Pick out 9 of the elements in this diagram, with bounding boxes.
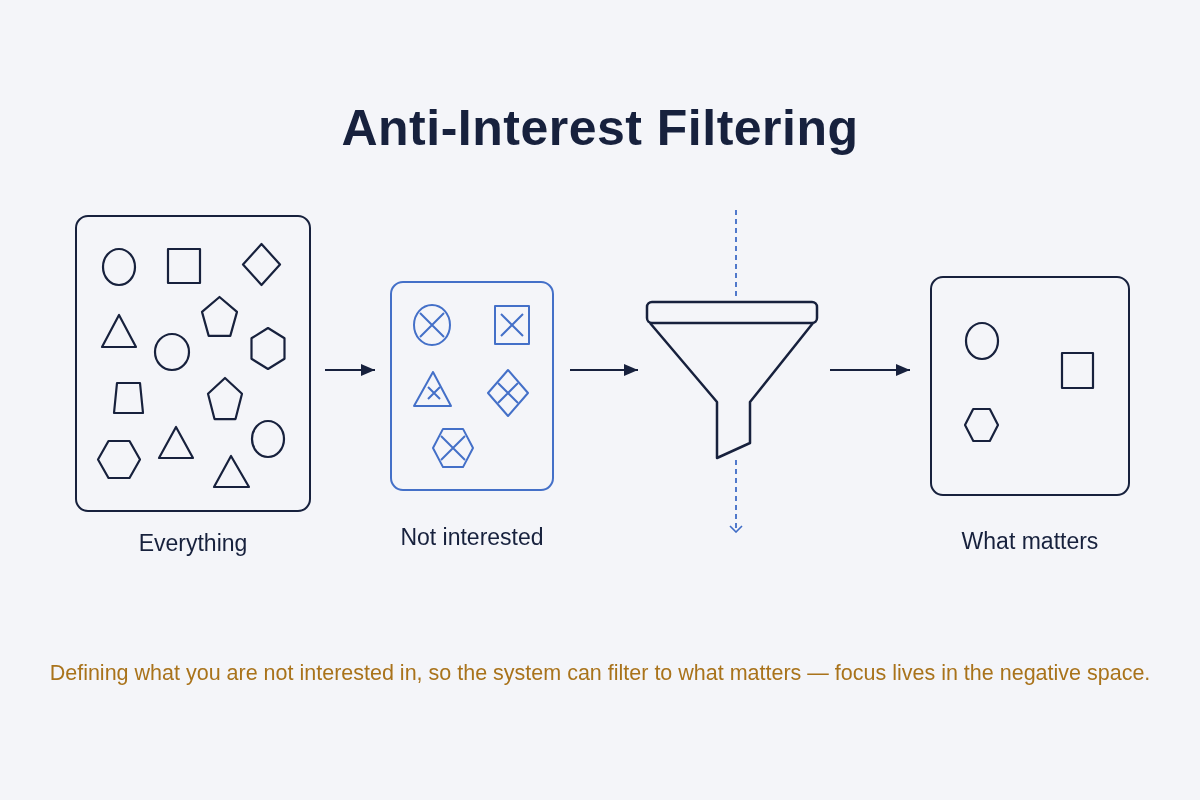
arrow [569,364,639,376]
diagram-title: Anti-Interest Filtering [341,100,859,156]
arrow [829,364,911,376]
dashed-arrow [729,459,743,533]
panel-label: Not interested [400,523,544,551]
panel-label: Everything [138,529,248,557]
diagram-caption: Defining what you are not interested in, so the system can filter to what matters — focus lives in the negative space. [49,660,1151,687]
panel-label: What matters [961,527,1099,555]
arrow [324,364,376,376]
